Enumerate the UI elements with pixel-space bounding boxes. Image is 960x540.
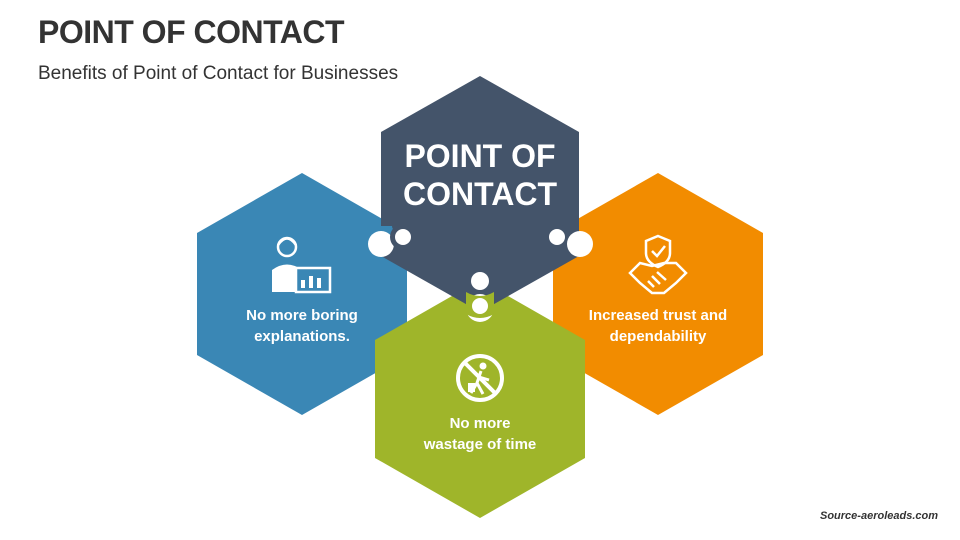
benefit-line1: Increased trust and [588,307,728,324]
no-littering-icon [456,354,504,402]
benefit-line2: dependability [609,328,707,345]
benefit-label-trust: Increased trust and dependability [568,305,748,347]
hex-explanations [197,173,407,415]
puzzle-connectors [368,224,593,322]
center-title-line1: POINT OF [404,138,556,174]
benefit-line2: wastage of time [423,436,537,453]
benefit-line2: explanations. [254,328,350,345]
benefit-label-explanations: No more boring explanations. [212,305,392,347]
handshake-shield-icon [628,234,688,295]
hex-center [381,76,579,312]
benefit-line1: No more boring [246,307,358,324]
source-credit: Source-aeroleads.com [820,510,938,522]
page-subtitle: Benefits of Point of Contact for Busines… [38,63,399,84]
benefit-label-time: No more wastage of time [390,413,570,455]
teacher-presentation-icon [272,236,332,294]
center-title: POINT OF CONTACT [381,137,579,213]
center-title-line2: CONTACT [402,176,558,212]
benefit-line1: No more [449,415,511,432]
page-title: POINT OF CONTACT [38,14,345,50]
